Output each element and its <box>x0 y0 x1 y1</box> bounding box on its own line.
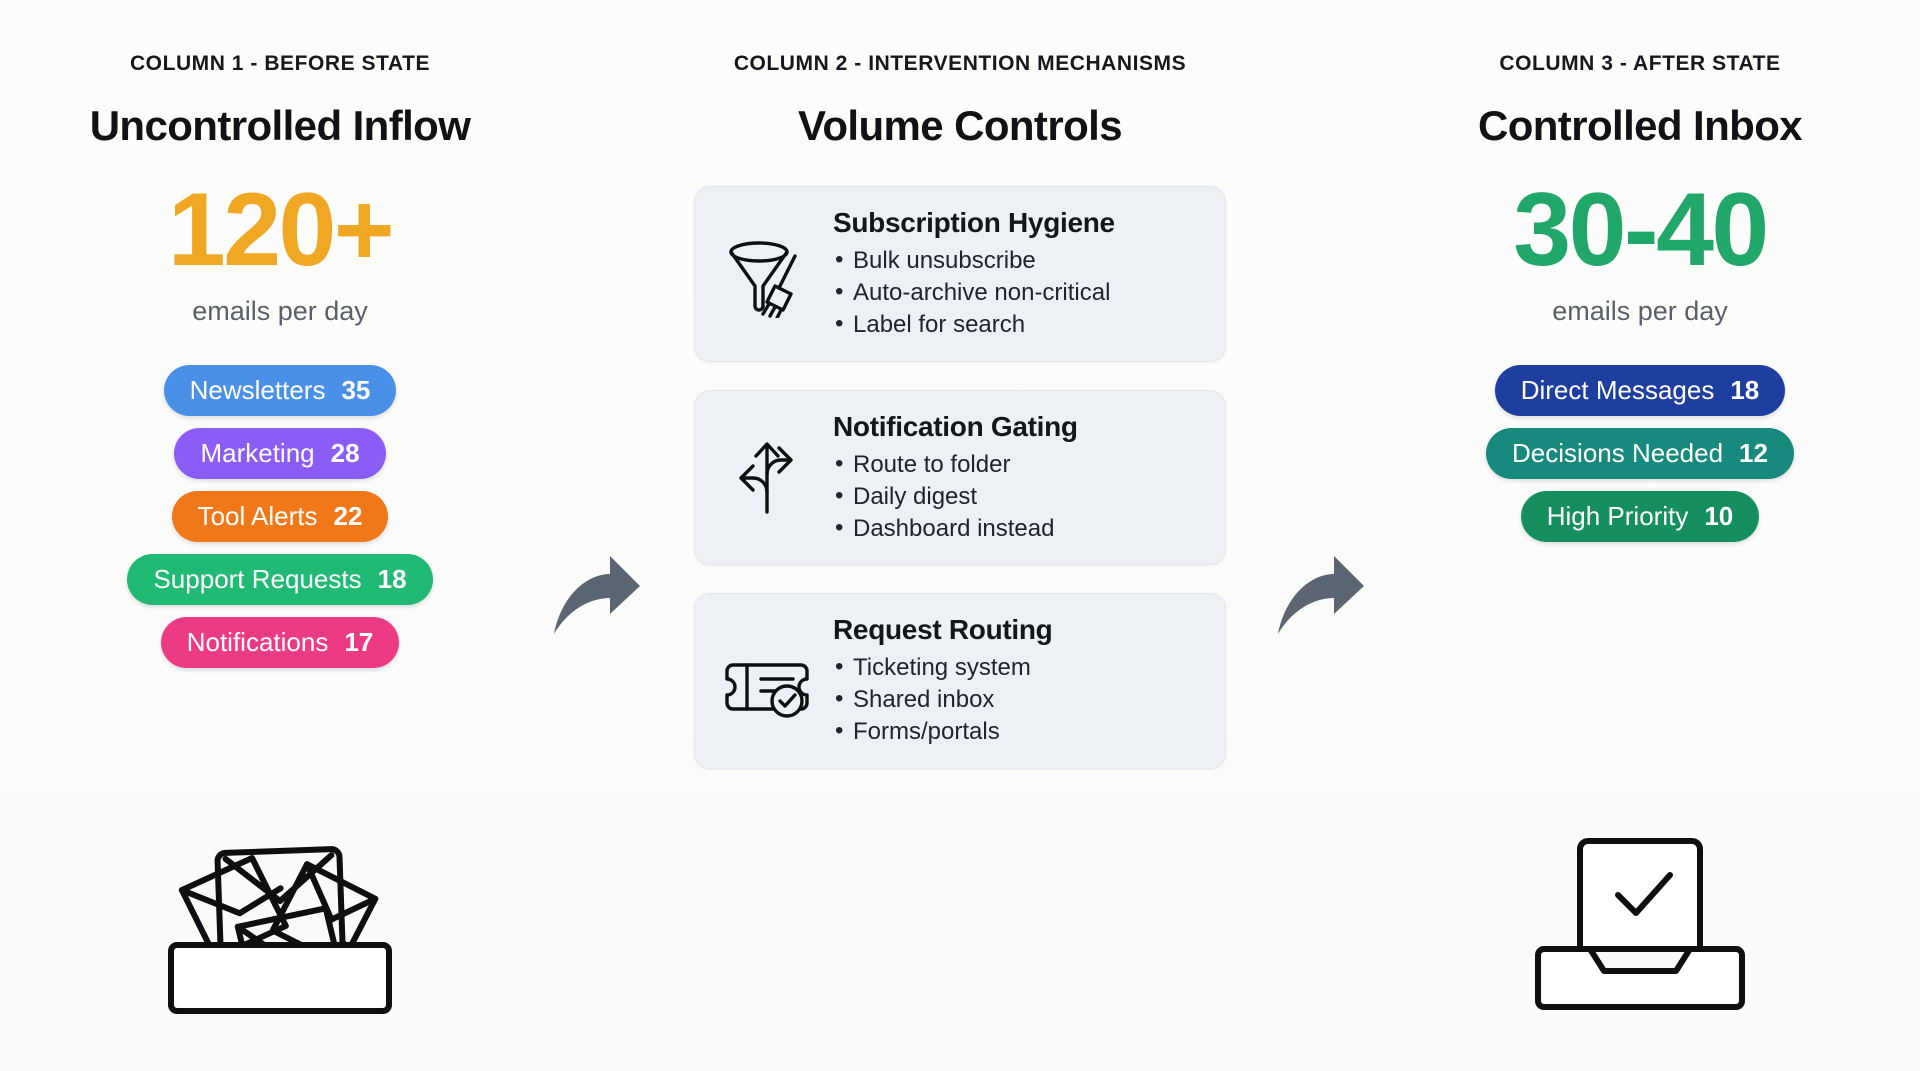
before-stat-unit: emails per day <box>192 296 368 326</box>
after-stat-unit: emails per day <box>1552 296 1728 326</box>
pill-label: Direct Messages <box>1520 375 1715 405</box>
card-request-routing[interactable]: Request Routing Ticketing system Shared … <box>694 593 1226 770</box>
flow-arrow-left-to-middle <box>548 548 644 644</box>
card-bullet: Auto-archive non-critical <box>833 276 1201 309</box>
column-3-title: Controlled Inbox <box>1477 102 1803 149</box>
pill-high-priority[interactable]: High Priority 10 <box>1520 491 1760 542</box>
funnel-broom-icon <box>719 226 815 322</box>
pill-value: 35 <box>341 375 371 405</box>
column-2-kicker: COLUMN 2 - INTERVENTION MECHANISMS <box>733 52 1187 75</box>
pill-support-requests[interactable]: Support Requests 18 <box>127 554 433 605</box>
card-bullet: Label for search <box>833 308 1201 341</box>
curved-arrow-right-icon <box>554 556 640 634</box>
after-stat-number: 30-40 <box>1513 172 1769 288</box>
pill-marketing[interactable]: Marketing 28 <box>174 428 386 479</box>
column-1-title: Uncontrolled Inflow <box>89 102 471 149</box>
column-3-kicker: COLUMN 3 - AFTER STATE <box>1499 52 1781 75</box>
pill-label: Tool Alerts <box>197 501 318 531</box>
card-subscription-hygiene[interactable]: Subscription Hygiene Bulk unsubscribe Au… <box>694 186 1226 362</box>
pill-notifications[interactable]: Notifications 17 <box>160 617 400 668</box>
tidy-inbox-check-icon <box>1535 838 1745 1010</box>
column-2-title: Volume Controls <box>798 102 1123 149</box>
card-bullet-list: Route to folder Daily digest Dashboard i… <box>833 448 1201 545</box>
pill-value: 10 <box>1704 501 1734 531</box>
card-title: Request Routing <box>833 614 1053 646</box>
pill-tool-alerts[interactable]: Tool Alerts 22 <box>171 491 389 542</box>
pill-value: 18 <box>377 564 407 594</box>
overflowing-inbox-icon <box>168 846 392 1014</box>
pill-value: 28 <box>330 438 360 468</box>
pill-direct-messages[interactable]: Direct Messages 18 <box>1494 365 1786 416</box>
pill-label: Notifications <box>186 627 329 657</box>
pill-value: 22 <box>333 501 363 531</box>
after-art-wrap <box>1360 823 1920 1071</box>
pill-label: Support Requests <box>153 564 362 594</box>
before-stat-number: 120+ <box>167 172 395 288</box>
card-bullet-list: Bulk unsubscribe Auto-archive non-critic… <box>833 244 1201 341</box>
card-bullet: Forms/portals <box>833 715 1201 748</box>
flow-arrow-middle-to-right <box>1272 548 1368 644</box>
before-art-wrap <box>0 823 560 1071</box>
before-category-pills: Newsletters 35 Marketing 28 Tool Alerts … <box>127 365 433 668</box>
ticket-check-icon <box>719 633 815 729</box>
card-bullet: Route to folder <box>833 448 1201 481</box>
before-stat-block: 120+ emails per day <box>167 172 395 327</box>
card-bullet: Bulk unsubscribe <box>833 244 1201 277</box>
card-body: Notification Gating Route to folder Dail… <box>833 411 1201 545</box>
card-body: Subscription Hygiene Bulk unsubscribe Au… <box>833 207 1201 341</box>
pill-label: Newsletters <box>189 375 326 405</box>
card-bullet: Daily digest <box>833 480 1201 513</box>
branching-arrows-icon <box>719 430 815 526</box>
pill-value: 18 <box>1730 375 1760 405</box>
card-notification-gating[interactable]: Notification Gating Route to folder Dail… <box>694 389 1226 566</box>
pill-label: High Priority <box>1546 501 1689 531</box>
card-bullet: Dashboard instead <box>833 512 1201 545</box>
pill-value: 12 <box>1739 438 1768 468</box>
pill-decisions-needed[interactable]: Decisions Needed 12 <box>1486 428 1794 479</box>
card-title: Subscription Hygiene <box>833 207 1115 238</box>
pill-newsletters[interactable]: Newsletters 35 <box>163 365 397 416</box>
card-title: Notification Gating <box>833 410 1078 442</box>
pill-label: Decisions Needed <box>1512 438 1724 468</box>
card-body: Request Routing Ticketing system Shared … <box>833 614 1201 748</box>
column-intervention-mechanisms: COLUMN 2 - INTERVENTION MECHANISMS Volum… <box>680 0 1240 770</box>
card-bullet-list: Ticketing system Shared inbox Forms/port… <box>833 651 1201 748</box>
after-category-pills: Direct Messages 18 Decisions Needed 12 H… <box>1486 365 1794 542</box>
column-after-state: COLUMN 3 - AFTER STATE Controlled Inbox … <box>1360 0 1920 1071</box>
pill-label: Marketing <box>200 438 315 468</box>
card-bullet: Shared inbox <box>833 683 1201 716</box>
after-stat-block: 30-40 emails per day <box>1513 172 1769 327</box>
pill-value: 17 <box>344 627 374 657</box>
column-before-state: COLUMN 1 - BEFORE STATE Uncontrolled Inf… <box>0 0 560 1071</box>
curved-arrow-right-icon <box>1278 556 1364 634</box>
column-1-kicker: COLUMN 1 - BEFORE STATE <box>129 52 431 75</box>
card-bullet: Ticketing system <box>833 651 1201 684</box>
intervention-card-stack: Subscription Hygiene Bulk unsubscribe Au… <box>694 186 1226 770</box>
